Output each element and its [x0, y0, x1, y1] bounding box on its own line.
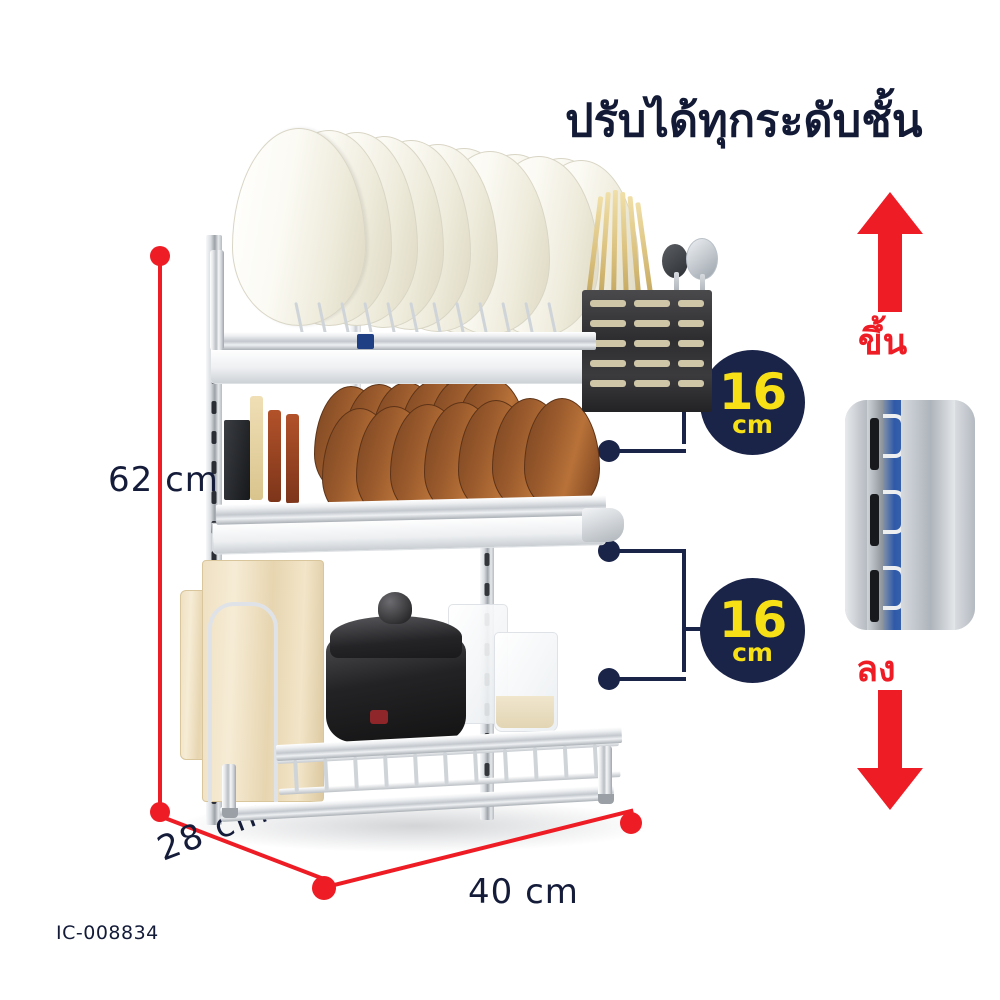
dimension-label-width: 40 cm	[468, 872, 579, 912]
arrow-up-icon	[855, 192, 925, 312]
brand-sticker	[357, 334, 374, 349]
leader-line-middle	[598, 402, 708, 480]
adjust-down-label: ลง	[856, 649, 896, 690]
sku-code: IC-008834	[56, 922, 159, 944]
page-title: ปรับได้ทุกระดับชั้น	[565, 94, 923, 147]
leader-line-dot-icon	[598, 540, 620, 562]
leader-line-dot-icon	[598, 440, 620, 462]
leader-line-bottom	[598, 626, 708, 708]
bowl	[524, 398, 600, 512]
knives	[224, 396, 314, 506]
base-foot-left	[222, 808, 238, 818]
spoons	[662, 230, 722, 302]
badge-unit: cm	[732, 409, 773, 439]
top-shelf-side-bracket	[210, 250, 224, 350]
gap-badge-lower: 16 cm	[700, 578, 805, 683]
container-contents	[496, 696, 554, 728]
base-foot-right	[598, 794, 614, 804]
gap-badge-upper: 16 cm	[700, 350, 805, 455]
detail-photo-slot-mechanism	[845, 400, 975, 630]
product-image	[150, 100, 718, 860]
base-leg-right	[598, 746, 612, 798]
adjust-up-label: ขึ้น	[858, 322, 908, 363]
dimension-endpoint-dot-icon	[620, 812, 642, 834]
arrow-down-icon	[855, 690, 925, 810]
plate	[232, 128, 366, 326]
badge-number: 16	[718, 362, 788, 421]
badge-unit: cm	[732, 637, 773, 667]
leader-line-dot-icon	[598, 668, 620, 690]
base-leg-left	[222, 764, 236, 812]
knife-handle	[250, 396, 263, 500]
dimension-corner-dot-icon	[312, 876, 336, 900]
chopsticks	[585, 189, 658, 301]
badge-number: 16	[718, 590, 788, 649]
dimension-label-height: 62 cm	[108, 460, 219, 500]
utensil-basket	[582, 290, 712, 412]
knife-handle	[268, 410, 281, 502]
pot-lid-knob	[378, 592, 412, 624]
top-shelf-deck	[218, 332, 596, 350]
pot-logo	[370, 710, 388, 724]
knife-blade	[224, 420, 250, 500]
leader-line-lower-upper	[598, 540, 708, 650]
middle-shelf	[210, 370, 640, 560]
board-holder-wire	[208, 602, 278, 802]
side-hook	[582, 508, 624, 542]
bottom-shelf	[180, 550, 650, 840]
top-shelf-drip-tray	[210, 348, 594, 384]
dimension-line-height	[150, 246, 180, 826]
top-shelf	[210, 120, 718, 412]
knife-handle	[286, 414, 299, 504]
